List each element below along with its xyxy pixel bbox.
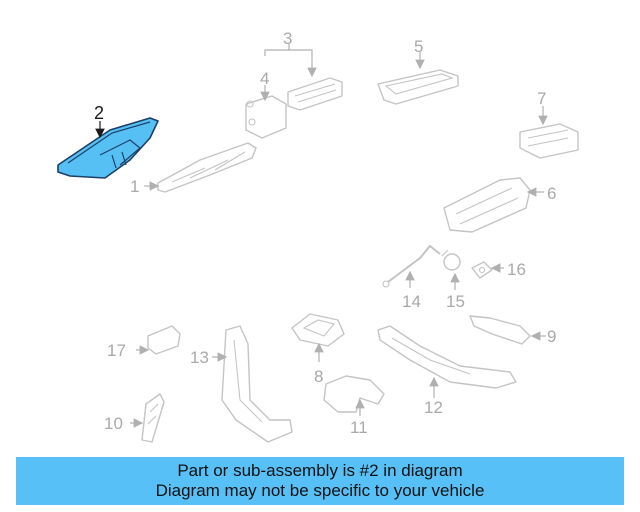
part-8-vent[interactable] xyxy=(291,313,345,347)
part-10-bracket[interactable] xyxy=(141,393,165,443)
callout-11[interactable]: 11 xyxy=(350,418,368,437)
part-4-actuator[interactable] xyxy=(245,95,287,139)
part-6-vent[interactable] xyxy=(443,177,531,233)
part-2-duct[interactable] xyxy=(57,117,159,179)
banner-line-2: Diagram may not be specific to your vehi… xyxy=(155,481,485,500)
part-16-clip[interactable] xyxy=(471,261,493,279)
callout-7[interactable]: 7 xyxy=(537,89,546,108)
banner-line-1: Part or sub-assembly is #2 in diagram xyxy=(177,461,463,480)
callout-12[interactable]: 12 xyxy=(424,398,443,417)
part-15-sensor[interactable] xyxy=(441,249,461,271)
callout-10[interactable]: 10 xyxy=(104,414,123,433)
part-9-bracket[interactable] xyxy=(469,315,531,345)
part-14-rod[interactable] xyxy=(382,244,441,288)
part-11-duct[interactable] xyxy=(323,375,385,413)
part-3-vent[interactable] xyxy=(287,77,343,111)
callout-1[interactable]: 1 xyxy=(130,177,139,196)
part-17-connector[interactable] xyxy=(147,325,181,355)
callout-13[interactable]: 13 xyxy=(190,348,209,367)
callout-15[interactable]: 15 xyxy=(446,292,465,311)
callout-6[interactable]: 6 xyxy=(547,184,556,203)
callout-5[interactable]: 5 xyxy=(414,37,423,56)
info-banner: Part or sub-assembly is #2 in diagram Di… xyxy=(16,457,624,505)
callout-17[interactable]: 17 xyxy=(107,341,126,360)
callout-8[interactable]: 8 xyxy=(314,367,323,386)
callout-2[interactable]: 2 xyxy=(94,103,104,123)
callout-16[interactable]: 16 xyxy=(507,260,526,279)
part-1-duct[interactable] xyxy=(157,142,257,193)
part-5-filter[interactable] xyxy=(377,69,459,105)
part-13-duct[interactable] xyxy=(221,325,293,443)
part-12-duct[interactable] xyxy=(377,325,517,389)
callout-9[interactable]: 9 xyxy=(547,327,556,346)
callout-3[interactable]: 3 xyxy=(283,29,292,48)
callout-14[interactable]: 14 xyxy=(402,292,421,311)
part-7-vent[interactable] xyxy=(519,123,579,159)
callout-4[interactable]: 4 xyxy=(260,69,269,88)
